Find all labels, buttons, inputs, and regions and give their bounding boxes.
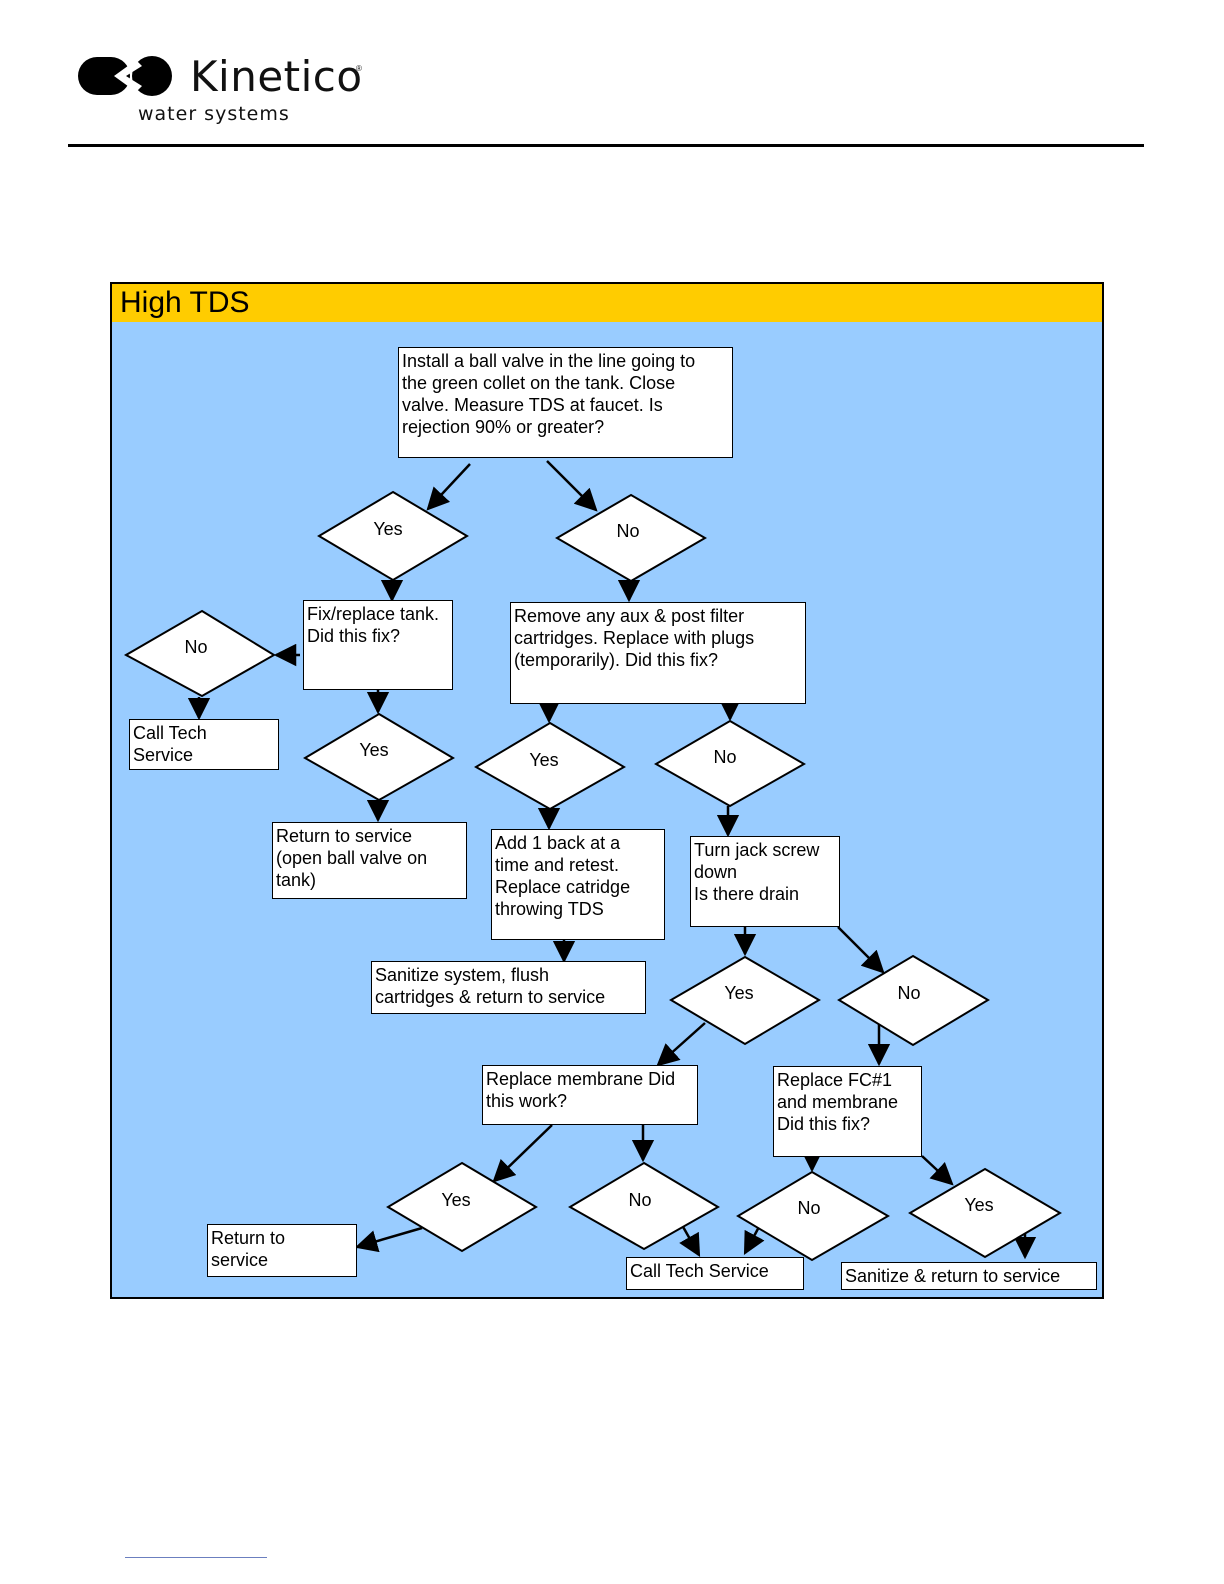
arrow-yes-to-return-service	[354, 1226, 423, 1253]
box-install-ball-valve: Install a ball valve in the line going t…	[398, 347, 733, 458]
box-add-back-retest: Add 1 back at a time and retest. Replace…	[491, 829, 665, 940]
flowchart-connectors	[123, 460, 1062, 1262]
decision-label-d5-yes: Yes	[441, 1190, 471, 1210]
decision-d5-yes	[386, 1161, 538, 1253]
decision-d4-no	[837, 954, 990, 1047]
decision-label-d2-yes: Yes	[359, 740, 389, 760]
title-bar: High TDS	[112, 284, 1102, 322]
decision-d5-no	[568, 1161, 720, 1251]
brand-tagline: water systems	[138, 103, 290, 125]
arrow-no-to-call-tech-2	[679, 1224, 701, 1257]
registered-mark: ®	[356, 64, 362, 73]
box-replace-membrane: Replace membrane Did this work?	[482, 1065, 698, 1125]
decision-label-d6-yes: Yes	[964, 1195, 994, 1215]
decision-d2-yes	[303, 712, 455, 802]
arrow-yes-to-replace-membrane	[656, 1022, 706, 1067]
decision-label-d5-no: No	[628, 1190, 652, 1210]
box-sanitize-return: Sanitize & return to service	[841, 1262, 1097, 1290]
decision-d1-no	[555, 493, 707, 583]
decision-label-d1-no: No	[616, 521, 640, 541]
arrow-jack-to-no	[837, 926, 885, 974]
flowchart-panel: High TDS	[110, 282, 1104, 1299]
box-sanitize-flush: Sanitize system, flush cartridges & retu…	[371, 961, 646, 1014]
decision-d2-no	[123, 609, 276, 698]
decision-d4-yes	[669, 955, 821, 1046]
box-call-tech-service-2: Call Tech Service	[626, 1257, 804, 1290]
decision-label-d3-yes: Yes	[529, 750, 559, 770]
footer-link-underline	[125, 1557, 267, 1558]
box-replace-fc1: Replace FC#1 and membrane Did this fix?	[773, 1066, 922, 1157]
box-remove-cartridges: Remove any aux & post filter cartridges.…	[510, 602, 806, 704]
box-return-to-service: Return to service	[207, 1224, 357, 1277]
box-return-open-valve: Return to service (open ball valve on ta…	[272, 822, 467, 899]
kinetico-logo-icon	[78, 56, 172, 96]
brand-name: Kinetico	[190, 52, 363, 101]
decision-d3-yes	[474, 721, 626, 811]
arrow-start-to-yes	[426, 463, 471, 511]
decision-d3-no	[653, 719, 807, 808]
arrow-fc1-to-yes	[921, 1155, 954, 1186]
decision-label-d2-no: No	[184, 637, 208, 657]
decision-label-d6-no: No	[797, 1198, 821, 1218]
arrow-membrane-to-yes	[492, 1124, 553, 1183]
decision-d6-yes	[908, 1167, 1062, 1259]
decision-label-d1-yes: Yes	[373, 519, 403, 539]
decision-label-d3-no: No	[713, 747, 737, 767]
box-call-tech-service-1: Call Tech Service	[129, 719, 279, 770]
header-divider	[68, 144, 1144, 147]
box-fix-replace-tank: Fix/replace tank. Did this fix?	[303, 600, 453, 690]
decision-d6-no	[736, 1170, 890, 1262]
box-turn-jack-screw: Turn jack screw down Is there drain	[690, 836, 840, 927]
decision-d1-yes	[317, 490, 469, 582]
flowchart-title: High TDS	[120, 286, 250, 319]
decision-label-d4-yes: Yes	[724, 983, 754, 1003]
arrow-no-to-call-tech-2b	[743, 1224, 765, 1255]
arrow-start-to-no	[546, 460, 598, 512]
decision-label-d4-no: No	[897, 983, 921, 1003]
